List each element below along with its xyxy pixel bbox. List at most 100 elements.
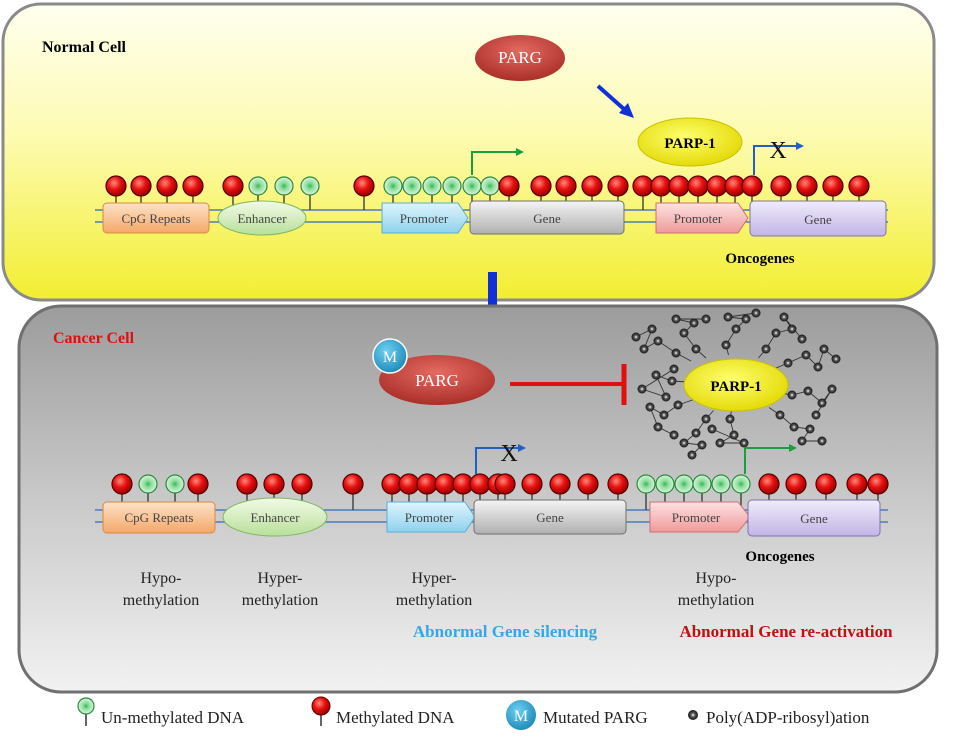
par-unit xyxy=(783,358,793,368)
methylated-site xyxy=(353,175,375,210)
par-unit xyxy=(779,312,789,322)
par-unit xyxy=(661,392,671,402)
promoter-1-label: Promoter xyxy=(400,211,449,226)
par-chain xyxy=(774,344,841,372)
parg-protein xyxy=(475,35,565,81)
gene-silenced-mark: X xyxy=(500,441,517,467)
cpg-repeats-box xyxy=(102,202,210,234)
par-unit xyxy=(771,328,781,338)
cancer-cpg-sites xyxy=(111,473,889,510)
methylated-site xyxy=(263,473,285,510)
poly-adp-ribose-chains xyxy=(631,308,841,460)
par-unit xyxy=(813,362,823,372)
parg-to-parp-arrow xyxy=(596,84,627,112)
par-unit xyxy=(729,430,739,440)
par-chain xyxy=(768,407,827,446)
status-promoter1-line1: Hyper- xyxy=(412,570,457,587)
par-unit xyxy=(687,450,697,460)
promoter-2-label: Promoter xyxy=(674,211,723,226)
par-unit xyxy=(653,336,663,346)
gene-1 xyxy=(469,200,625,235)
par-unit xyxy=(827,384,837,394)
cancer-enhancer-element xyxy=(222,497,328,537)
cancer-promoter-2 xyxy=(649,501,751,533)
par-unit xyxy=(811,410,821,420)
par-chain xyxy=(637,364,689,402)
par-unit xyxy=(673,400,683,410)
unmethylated-site xyxy=(165,474,185,510)
cancer-gene-1 xyxy=(473,499,627,535)
legend-parylation-label: Poly(ADP-ribosyl)ation xyxy=(706,708,870,727)
legend-unmethylated-label: Un-methylated DNA xyxy=(101,708,245,727)
par-chain xyxy=(671,314,711,359)
legend-parylation-icon xyxy=(688,710,698,720)
status-cpg-line1: Hypo- xyxy=(141,570,182,587)
parylated-parp1-label: PARP-1 xyxy=(710,379,761,395)
parg-to-parp-arrowhead xyxy=(619,103,634,118)
cancer-gene-2-label: Gene xyxy=(800,511,828,526)
par-unit xyxy=(701,414,711,424)
legend: Un-methylated DNA Methylated DNA M Mutat… xyxy=(77,696,870,730)
transition-arrow-shaft xyxy=(488,272,497,310)
par-unit xyxy=(653,422,663,432)
par-unit xyxy=(787,324,797,334)
gene-2-label: Gene xyxy=(804,212,832,227)
par-unit xyxy=(817,436,827,446)
cancer-cell-title: Cancer Cell xyxy=(53,330,135,347)
par-unit xyxy=(775,410,785,420)
par-chain xyxy=(758,312,807,359)
par-unit xyxy=(669,364,679,374)
par-unit xyxy=(817,398,827,408)
par-chain xyxy=(679,410,714,460)
par-chain xyxy=(631,324,692,362)
unmethylated-site xyxy=(402,176,422,210)
cpg-repeats-label: CpG Repeats xyxy=(122,211,191,226)
legend-unmethylated-icon xyxy=(77,697,95,726)
par-unit xyxy=(797,436,807,446)
methylated-site xyxy=(846,473,868,510)
status-promoter1-line2: methylation xyxy=(396,592,472,609)
status-enhancer-line1: Hyper- xyxy=(258,570,303,587)
par-unit xyxy=(691,344,701,354)
par-unit xyxy=(731,324,741,334)
par-unit xyxy=(721,340,731,350)
unmethylated-site xyxy=(731,474,751,510)
par-unit xyxy=(651,370,661,380)
unmethylated-site xyxy=(300,176,320,210)
cancer-promoter-2-label: Promoter xyxy=(672,510,721,525)
par-unit xyxy=(725,414,735,424)
par-unit xyxy=(671,314,681,324)
cancer-gene-1-label: Gene xyxy=(536,510,564,525)
status-promoter2-line2: methylation xyxy=(678,592,754,609)
par-unit xyxy=(637,384,647,394)
methylation-status-labels: Hypo- methylation Hyper- methylation Hyp… xyxy=(123,570,754,609)
oncogene-transcription-arrow xyxy=(753,142,804,175)
par-unit xyxy=(639,344,649,354)
methylated-site xyxy=(530,175,552,210)
par-unit xyxy=(697,440,707,450)
par-unit xyxy=(647,324,657,334)
methylated-site xyxy=(555,175,577,210)
par-unit xyxy=(679,438,689,448)
mutated-parg-label: PARG xyxy=(415,371,459,390)
par-unit xyxy=(667,376,677,386)
methylated-site xyxy=(741,175,763,210)
oncogenes-label-cancer: Oncogenes xyxy=(745,549,814,565)
parg-label: PARG xyxy=(498,48,542,67)
unmethylated-site xyxy=(711,474,731,510)
unmethylated-site xyxy=(383,176,403,210)
unmethylated-site xyxy=(138,474,158,510)
methylated-site xyxy=(111,473,133,510)
par-unit xyxy=(739,438,749,448)
status-enhancer-line2: methylation xyxy=(242,592,318,609)
cancer-cpg-repeats-box xyxy=(102,501,216,534)
gene-1-transcription-arrow xyxy=(471,148,524,175)
methylated-site xyxy=(156,175,178,210)
methylated-site xyxy=(342,473,364,510)
par-unit xyxy=(761,344,771,354)
gene-1-label: Gene xyxy=(533,211,561,226)
gene-2 xyxy=(749,200,887,237)
par-unit xyxy=(805,424,815,434)
legend-mutated-icon xyxy=(506,700,536,730)
